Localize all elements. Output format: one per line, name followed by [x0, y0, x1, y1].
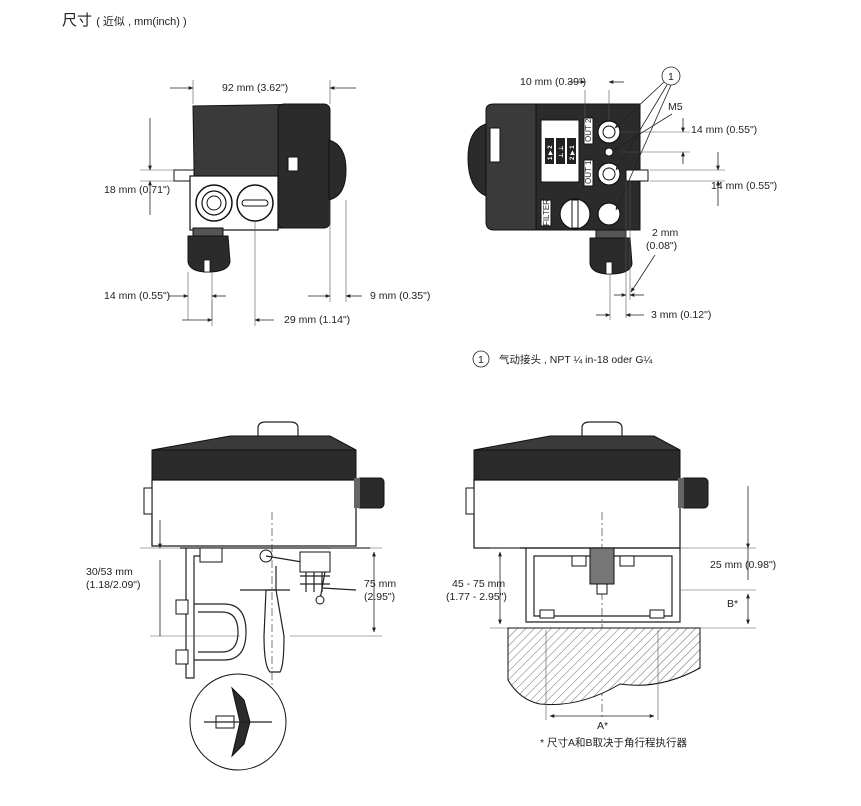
dim-25-label: 25 mm (0.98")	[710, 559, 776, 571]
dim-2in-label: (0.08")	[646, 240, 677, 252]
dim-width-label: 92 mm (3.62")	[222, 82, 288, 94]
title-main: 尺寸	[62, 12, 93, 29]
actuator-section	[507, 627, 701, 706]
bottom-left-top	[151, 449, 357, 481]
dim-height-1: 75 mm	[364, 578, 396, 590]
dim-right-1-label: 14 mm (0.55")	[691, 124, 757, 136]
bottom-left-cover	[151, 435, 357, 451]
dim-top-label: 10 mm (0.39")	[520, 76, 586, 88]
m5-label: M5	[668, 101, 683, 113]
bottom-right-top	[473, 449, 681, 481]
bottom-left-body	[151, 479, 357, 547]
dim-offset-1: 30/53 mm	[86, 566, 133, 578]
front-view: 1 ▶ 2 ⊥ ⊥ 2 ▶ 1 OUT 2 OUT 1 FILTER 1 M5	[467, 66, 777, 321]
front-handle	[467, 123, 487, 197]
callout-number: 1	[668, 71, 674, 83]
dim-range-2: (1.77 - 2.95")	[446, 591, 507, 603]
bottom-left-gland	[355, 477, 385, 509]
legend-number: 1	[478, 354, 484, 366]
dim-bottom-label: 29 mm (1.14")	[284, 314, 350, 326]
legend-circle	[472, 350, 490, 368]
bottom-right-gland	[679, 477, 709, 509]
page-title: 尺寸 ( 近似 , mm(inch) )	[62, 9, 187, 30]
legend-text: 气动接头 , NPT ¼ in-18 oder G¼	[499, 353, 653, 366]
dim-right-2-label: 14 mm (0.55")	[711, 180, 777, 192]
panel-label-2: ⊥ ⊥	[558, 145, 565, 158]
dim-range-1: 45 - 75 mm	[452, 578, 505, 590]
dim-2mm-label: 2 mm	[652, 227, 679, 239]
latch-icon	[287, 156, 299, 172]
legend: 1 气动接头 , NPT ¼ in-18 oder G¼	[472, 350, 653, 368]
panel-label-3: 2 ▶ 1	[570, 145, 576, 160]
port-filter-label: FILTER	[542, 199, 551, 226]
dim-3mm-label: 3 mm (0.12")	[651, 309, 711, 321]
dim-right-label: 9 mm (0.35")	[370, 290, 430, 302]
dim-b-label: B*	[727, 598, 738, 610]
dim-offset-2: (1.18/2.09")	[86, 579, 141, 591]
bottom-right-body	[473, 479, 681, 549]
footnote: * 尺寸A和B取决于角行程执行器	[540, 736, 688, 749]
panel-label-1: 1 ▶ 2	[548, 145, 554, 160]
dim-height-2: (2.95")	[364, 591, 395, 603]
m5-port-icon	[604, 147, 614, 157]
title-sub: ( 近似 , mm(inch) )	[96, 16, 187, 28]
dim-left-label: 14 mm (0.55")	[104, 290, 170, 302]
dim-height-label: 18 mm (0.71")	[104, 184, 170, 196]
dim-a-label: A*	[597, 720, 608, 732]
mount-left: 30/53 mm (1.18/2.09") 75 mm (2.95")	[86, 421, 396, 771]
housing-cover	[277, 103, 331, 229]
port-out2-label: OUT 2	[584, 118, 593, 142]
side-knob	[328, 139, 347, 201]
filter-port-icon	[597, 202, 621, 226]
bottom-right-cover	[473, 435, 681, 451]
port-out1-label: OUT 1	[584, 160, 593, 184]
mount-right: 25 mm (0.98") 45 - 75 mm (1.77 - 2.95") …	[446, 421, 776, 749]
side-view: 92 mm (3.62") 18 mm (0.71") 14 mm (0.55"…	[104, 80, 430, 326]
